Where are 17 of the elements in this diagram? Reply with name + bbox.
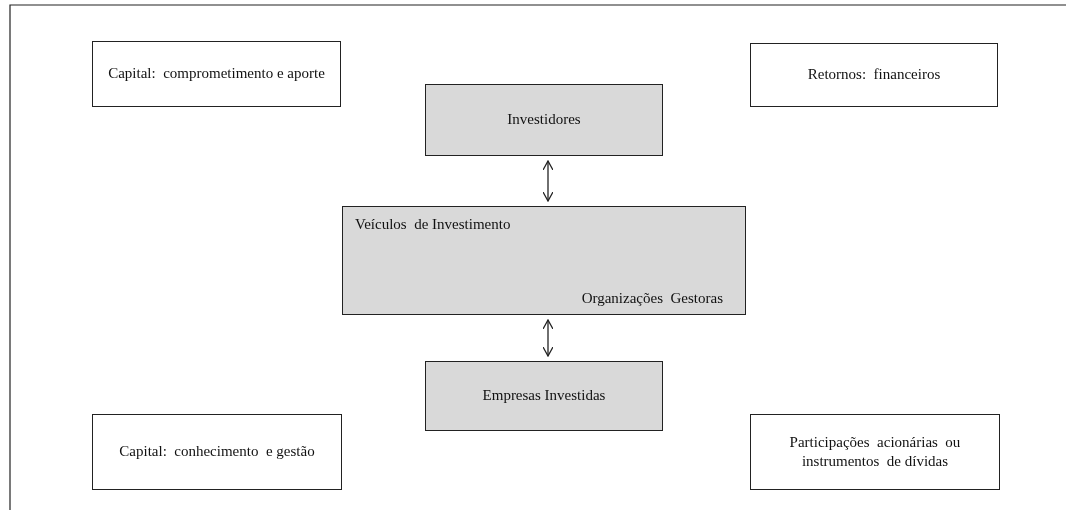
double-arrow [542, 160, 554, 202]
note-box [750, 414, 1000, 490]
box-text: Capital: comprometimento e aporte [108, 64, 325, 84]
box-text: Investidores [507, 110, 581, 130]
process-box [425, 361, 663, 431]
box-text: Capital: conhecimento e gestão [119, 442, 315, 462]
note-box [92, 414, 342, 490]
double-arrow [542, 319, 554, 357]
box-text: Retornos: financeiros [807, 65, 941, 85]
box-text: Participações acionárias ou instrumentos de dívidas [788, 432, 962, 471]
box-text: Organizações Gestoras [581, 288, 723, 308]
process-box [342, 206, 746, 315]
process-box [425, 84, 663, 156]
box-text: Empresas Investidas [482, 386, 606, 406]
box-text: Veículos de Investimento [355, 215, 511, 234]
note-box [750, 43, 998, 107]
note-box [92, 41, 341, 107]
